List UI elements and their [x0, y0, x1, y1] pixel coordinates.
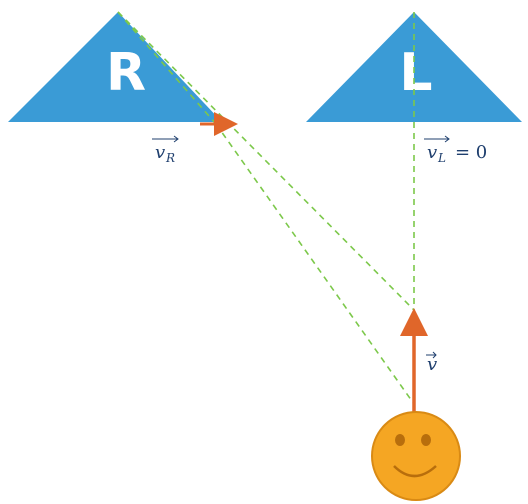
light-path-r-lower: [215, 123, 415, 405]
mirror-l-letter: L: [399, 43, 432, 103]
mirror-r-triangle: [8, 12, 222, 122]
mirror-r-letter: R: [106, 43, 146, 103]
svg-text:v: v: [427, 354, 437, 375]
svg-text:v: v: [155, 142, 165, 163]
label-v-r: v R: [152, 135, 179, 165]
label-v-observer: v: [426, 351, 437, 375]
svg-text:v: v: [427, 142, 437, 163]
light-path-r-edge: [117, 11, 217, 125]
light-path-r-upper: [117, 11, 415, 311]
svg-text:= 0: = 0: [455, 142, 487, 163]
smiley-left-eye: [395, 434, 405, 446]
smiley-right-eye: [421, 434, 431, 446]
observer-smiley-icon: [371, 411, 461, 501]
svg-text:L: L: [437, 151, 446, 165]
label-v-l: v L = 0: [424, 135, 487, 165]
svg-text:R: R: [165, 151, 175, 165]
smiley-mouth: [393, 465, 437, 478]
